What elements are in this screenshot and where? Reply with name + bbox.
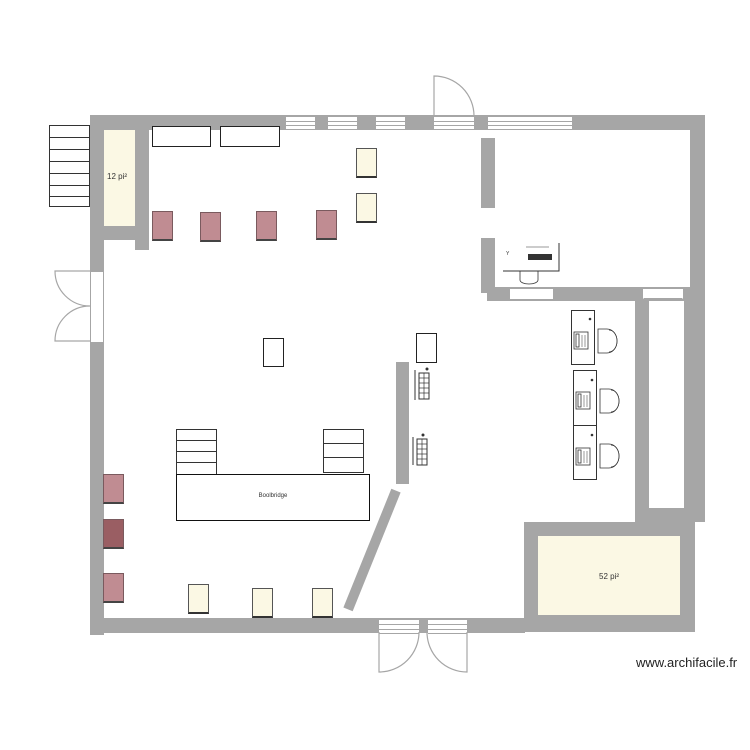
workstation-partition-1[interactable] bbox=[412, 367, 436, 409]
item-cream-bottom-2[interactable] bbox=[252, 588, 273, 618]
wall-storage-bottom bbox=[90, 226, 149, 240]
door-top[interactable] bbox=[433, 75, 478, 117]
stair-exterior[interactable] bbox=[49, 125, 90, 207]
wall-corridor-right bbox=[684, 295, 705, 515]
item-center[interactable] bbox=[263, 338, 284, 367]
seat-red-2[interactable] bbox=[200, 212, 221, 242]
window-office-bottom-1 bbox=[510, 289, 553, 299]
wall-storage2-bottom bbox=[524, 615, 695, 632]
wall-office-a bbox=[481, 138, 495, 208]
window-bottom-1 bbox=[379, 619, 419, 634]
room-storage-small[interactable] bbox=[104, 130, 135, 226]
area-label-small: 12 pi² bbox=[107, 172, 128, 181]
window-top-door bbox=[434, 116, 474, 130]
item-cream-1[interactable] bbox=[356, 148, 377, 178]
counter[interactable]: Boolbridge bbox=[176, 474, 370, 521]
window-top-4 bbox=[488, 116, 572, 130]
wall-storage2-right bbox=[680, 515, 695, 632]
window-top-2 bbox=[328, 116, 357, 130]
wall-corridor-left bbox=[635, 295, 649, 525]
seat-red-left-1[interactable] bbox=[103, 474, 124, 504]
stair-interior-left[interactable] bbox=[176, 429, 217, 475]
wall-left bbox=[90, 115, 104, 635]
desk-office[interactable]: Y bbox=[503, 243, 563, 285]
wall-storage-right bbox=[135, 115, 149, 250]
window-bottom-2 bbox=[428, 619, 467, 634]
window-office-bottom-2 bbox=[643, 289, 683, 299]
shelf-top-1[interactable] bbox=[152, 126, 211, 147]
window-top-1 bbox=[286, 116, 315, 130]
workstation-set[interactable] bbox=[571, 310, 631, 482]
item-cream-2[interactable] bbox=[356, 193, 377, 223]
watermark: www.archifacile.fr bbox=[636, 655, 738, 670]
door-bottom-double[interactable] bbox=[378, 631, 470, 674]
wall-office-b bbox=[481, 238, 495, 293]
item-cream-bottom-1[interactable] bbox=[188, 584, 209, 614]
window-left bbox=[90, 272, 104, 342]
seat-red-4[interactable] bbox=[316, 210, 337, 240]
partition-vertical bbox=[396, 362, 409, 484]
window-top-3 bbox=[376, 116, 405, 130]
stair-interior-right[interactable] bbox=[323, 429, 364, 473]
item-partition-top[interactable] bbox=[416, 333, 437, 363]
shelf-top-2[interactable] bbox=[220, 126, 280, 147]
room-storage-large[interactable] bbox=[538, 536, 680, 615]
seat-red-left-2[interactable] bbox=[103, 519, 124, 549]
seat-red-left-3[interactable] bbox=[103, 573, 124, 603]
wall-storage2-top bbox=[524, 522, 689, 536]
seat-red-1[interactable] bbox=[152, 211, 173, 241]
door-left-double[interactable] bbox=[54, 270, 94, 342]
svg-text:Y: Y bbox=[506, 251, 510, 257]
workstation-partition-2[interactable] bbox=[410, 433, 434, 475]
item-cream-bottom-3[interactable] bbox=[312, 588, 333, 618]
area-label-large: 52 pi² bbox=[599, 572, 620, 581]
seat-red-3[interactable] bbox=[256, 211, 277, 241]
counter-label: Boolbridge bbox=[258, 493, 288, 499]
wall-storage2-left bbox=[524, 522, 538, 632]
